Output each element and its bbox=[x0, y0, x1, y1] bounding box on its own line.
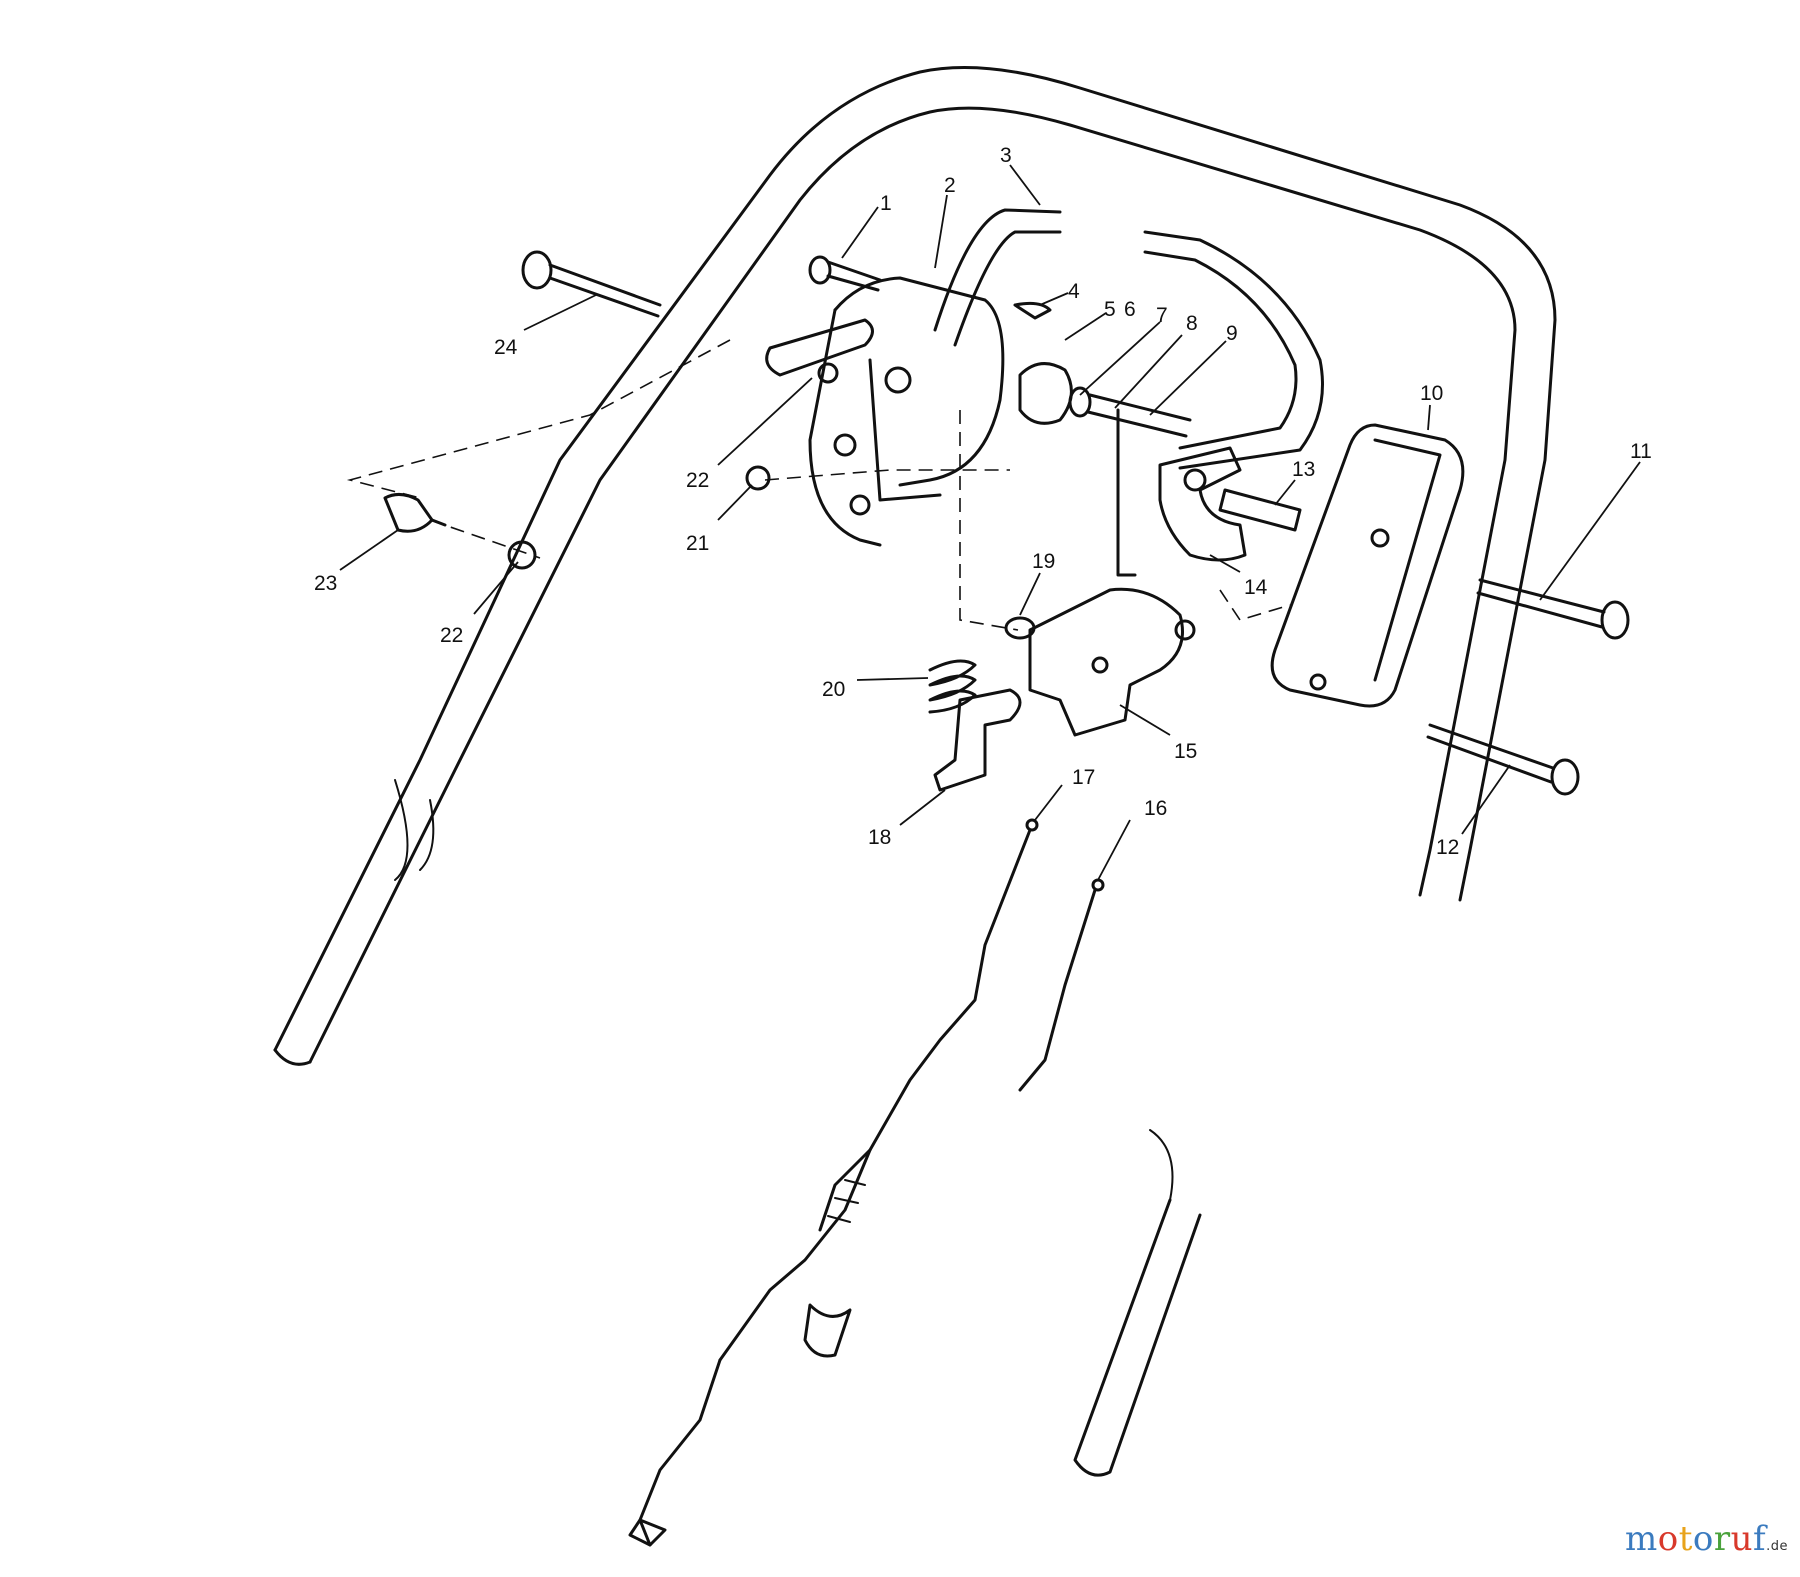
cam-parts bbox=[1013, 301, 1192, 577]
pin-part-13 bbox=[1218, 488, 1302, 532]
callout-12: 12 bbox=[1436, 836, 1459, 859]
nut-part-22-lower bbox=[507, 540, 537, 570]
callout-16: 16 bbox=[1144, 797, 1167, 820]
callout-5: 5 bbox=[1104, 298, 1116, 321]
watermark-letter: u bbox=[1730, 1519, 1754, 1559]
cover-part-10 bbox=[1270, 423, 1465, 708]
spring-part-20 bbox=[928, 659, 977, 714]
callout-11: 11 bbox=[1630, 440, 1652, 463]
callout-19: 19 bbox=[1032, 550, 1055, 573]
washer-part-19 bbox=[1004, 616, 1036, 640]
control-housing-part-2 bbox=[808, 276, 1005, 547]
cable-end-fitting bbox=[628, 1358, 722, 1547]
bracket-part-15 bbox=[1028, 587, 1196, 737]
nut-part-21 bbox=[745, 465, 771, 491]
watermark-letter: o bbox=[1657, 1519, 1679, 1559]
callout-7: 7 bbox=[1156, 304, 1168, 327]
callout-15: 15 bbox=[1174, 740, 1197, 763]
lever-part-14 bbox=[1158, 446, 1247, 562]
callout-24: 24 bbox=[494, 336, 518, 359]
motoruf-watermark-logo: motoruf.de bbox=[1625, 1519, 1788, 1559]
callout-labels: 1 2 3 4 5 6 7 8 9 10 11 12 13 14 15 16 1… bbox=[314, 144, 1652, 859]
callout-6: 6 bbox=[1124, 298, 1136, 321]
bolt-part-24 bbox=[521, 250, 662, 318]
callout-8: 8 bbox=[1186, 312, 1198, 335]
callout-21: 21 bbox=[686, 532, 709, 555]
callout-3: 3 bbox=[1000, 144, 1012, 167]
assembly-dashed-lines bbox=[346, 339, 1291, 631]
bolt-part-1 bbox=[808, 255, 882, 292]
watermark-letter: m bbox=[1624, 1519, 1658, 1559]
callout-1: 1 bbox=[880, 192, 892, 215]
callout-18: 18 bbox=[868, 826, 891, 849]
callout-22-lower: 22 bbox=[440, 624, 463, 647]
lever-part-18 bbox=[933, 688, 1022, 792]
bushing-part-23 bbox=[383, 493, 447, 533]
callout-9: 9 bbox=[1226, 322, 1238, 345]
callout-4: 4 bbox=[1068, 280, 1080, 303]
bolt-part-11 bbox=[1476, 578, 1630, 640]
watermark-letter: f bbox=[1753, 1519, 1767, 1559]
callout-leaders bbox=[339, 164, 1641, 881]
callout-23: 23 bbox=[314, 572, 337, 595]
callout-2: 2 bbox=[944, 174, 956, 197]
watermark-letter: t bbox=[1678, 1519, 1693, 1559]
bail-part-3 bbox=[933, 208, 1324, 470]
callout-20: 20 bbox=[822, 678, 845, 701]
bolt-part-12 bbox=[1426, 723, 1580, 796]
watermark-tld: .de bbox=[1766, 1539, 1788, 1554]
callout-10: 10 bbox=[1420, 382, 1443, 405]
cable-part-16 bbox=[1018, 878, 1105, 1092]
latch-arm bbox=[765, 318, 874, 384]
callout-22-upper: 22 bbox=[686, 469, 709, 492]
watermark-letter: r bbox=[1713, 1519, 1731, 1559]
watermark-letter: o bbox=[1692, 1519, 1714, 1559]
callout-14: 14 bbox=[1244, 576, 1268, 599]
cable-part-17 bbox=[718, 818, 1039, 1362]
callout-13: 13 bbox=[1292, 458, 1315, 481]
callout-17: 17 bbox=[1072, 766, 1095, 789]
handle-tube bbox=[273, 66, 1557, 1477]
